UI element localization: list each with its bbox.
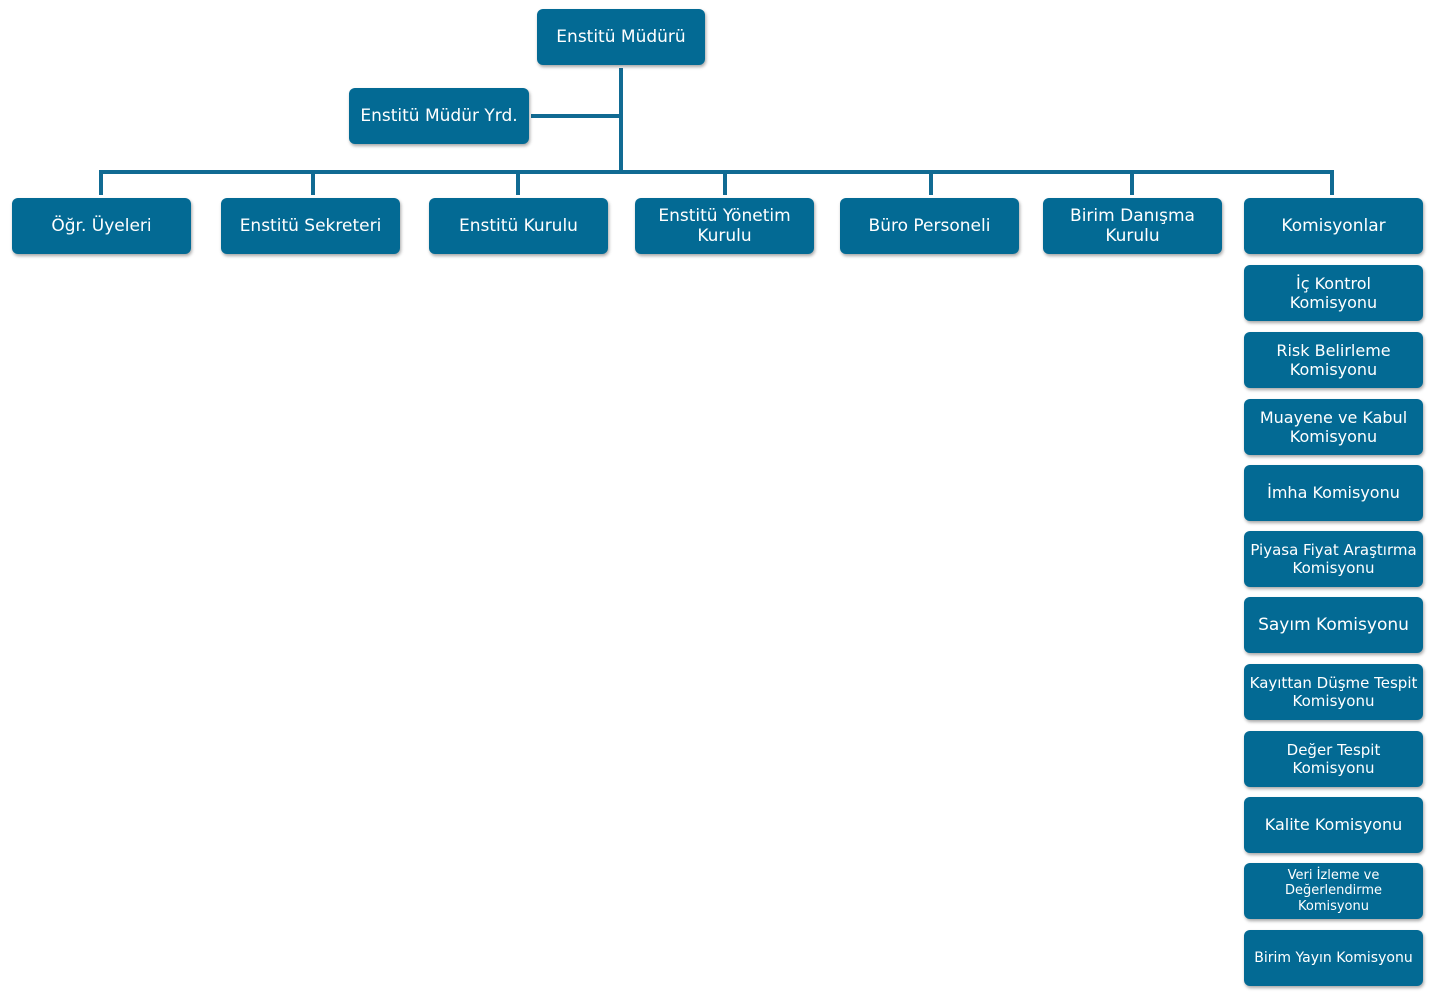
node-label: Enstitü Yönetim Kurulu <box>658 205 791 246</box>
node-deger-tespit-komisyonu: Değer Tespit Komisyonu <box>1244 731 1423 787</box>
node-piyasa-fiyat-arastirma-komisyonu: Piyasa Fiyat Araştırma Komisyonu <box>1244 531 1423 587</box>
node-enstitu-sekreteri: Enstitü Sekreteri <box>221 198 400 254</box>
node-label: Kayıttan Düşme Tespit Komisyonu <box>1249 674 1418 710</box>
node-risk-belirleme-komisyonu: Risk Belirleme Komisyonu <box>1244 332 1423 388</box>
node-label: Piyasa Fiyat Araştırma Komisyonu <box>1250 541 1417 577</box>
node-veri-izleme-ve-degerlendirme-komisyonu: Veri İzleme ve Değerlendirme Komisyonu <box>1244 863 1423 919</box>
node-label: Enstitü Kurulu <box>459 215 578 236</box>
node-enstitu-mudur-yrd: Enstitü Müdür Yrd. <box>349 88 529 144</box>
node-label: Öğr. Üyeleri <box>51 215 152 236</box>
node-ic-kontrol-komisyonu: İç Kontrol Komisyonu <box>1244 265 1423 321</box>
node-label: Muayene ve Kabul Komisyonu <box>1259 407 1408 446</box>
node-birim-danisma-kurulu: Birim Danışma Kurulu <box>1043 198 1222 254</box>
node-buro-personeli: Büro Personeli <box>840 198 1019 254</box>
node-ogr-uyeleri: Öğr. Üyeleri <box>12 198 191 254</box>
node-label: Birim Yayın Komisyonu <box>1254 949 1413 966</box>
node-label: Veri İzleme ve Değerlendirme Komisyonu <box>1284 867 1383 914</box>
node-kayittan-dusme-tespit-komisyonu: Kayıttan Düşme Tespit Komisyonu <box>1244 664 1423 720</box>
node-birim-yayin-komisyonu: Birim Yayın Komisyonu <box>1244 930 1423 986</box>
node-label: İç Kontrol Komisyonu <box>1289 273 1378 312</box>
node-label: Enstitü Müdür Yrd. <box>360 105 518 126</box>
node-label: Kalite Komisyonu <box>1264 815 1403 835</box>
node-sayim-komisyonu: Sayım Komisyonu <box>1244 597 1423 653</box>
node-label: Komisyonlar <box>1281 215 1386 236</box>
node-label: Risk Belirleme Komisyonu <box>1276 340 1391 379</box>
node-label: Sayım Komisyonu <box>1258 614 1409 635</box>
node-label: İmha Komisyonu <box>1267 483 1400 503</box>
node-label: Değer Tespit Komisyonu <box>1286 741 1381 777</box>
node-komisyonlar: Komisyonlar <box>1244 198 1423 254</box>
node-enstitu-kurulu: Enstitü Kurulu <box>429 198 608 254</box>
node-imha-komisyonu: İmha Komisyonu <box>1244 465 1423 521</box>
node-label: Büro Personeli <box>868 215 991 236</box>
node-label: Enstitü Müdürü <box>556 26 686 47</box>
node-label: Enstitü Sekreteri <box>239 215 382 236</box>
node-label: Birim Danışma Kurulu <box>1070 205 1195 246</box>
node-enstitu-yonetim-kurulu: Enstitü Yönetim Kurulu <box>635 198 814 254</box>
node-muayene-ve-kabul-komisyonu: Muayene ve Kabul Komisyonu <box>1244 399 1423 455</box>
node-kalite-komisyonu: Kalite Komisyonu <box>1244 797 1423 853</box>
node-enstitu-muduru: Enstitü Müdürü <box>537 9 705 65</box>
